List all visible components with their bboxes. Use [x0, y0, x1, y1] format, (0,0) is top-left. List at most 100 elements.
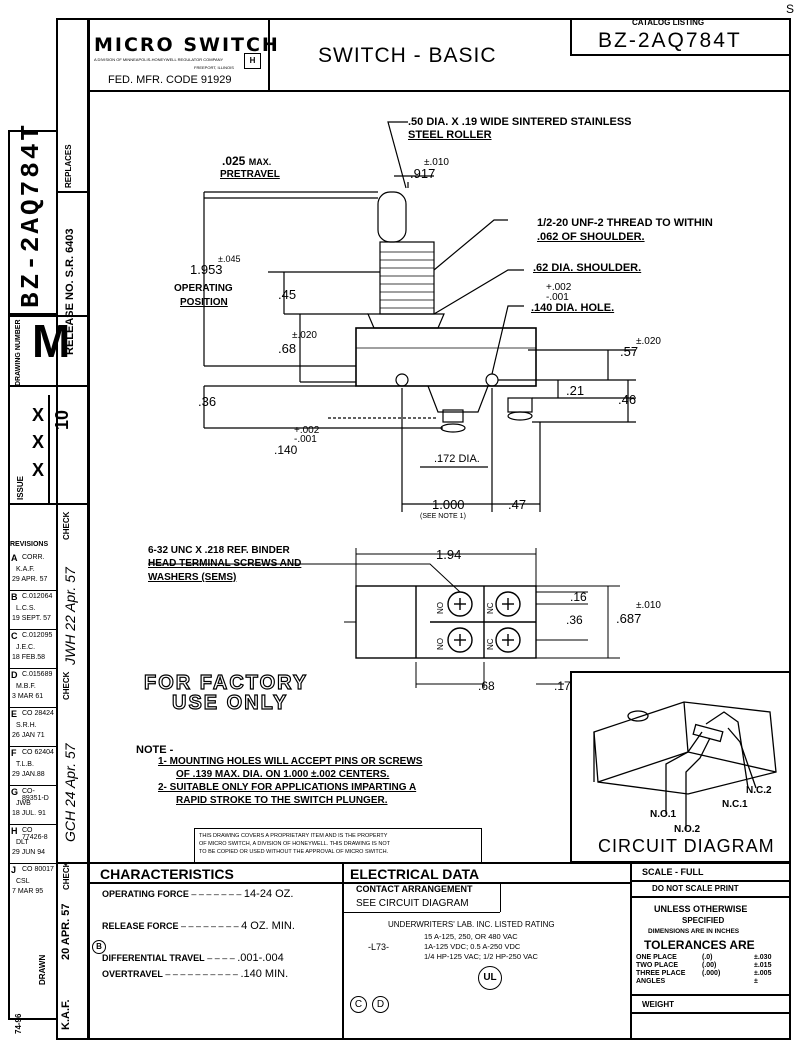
- issue-mark-2: X: [32, 432, 45, 452]
- dim-687-tol: ±.010: [636, 600, 661, 611]
- characteristics-title-rule: [88, 882, 342, 884]
- dim-140-plus: +.002: [294, 425, 320, 436]
- hole-note: .140 DIA. HOLE.: [531, 302, 615, 314]
- company-location: FREEPORT, ILLINOIS: [194, 65, 234, 70]
- company-division: A DIVISION OF MINNEAPOLIS-HONEYWELL REGU…: [94, 57, 224, 62]
- scale-rule-3: [632, 994, 791, 996]
- terminal-label-2: NC: [486, 602, 495, 614]
- terminal-screw-2: [447, 627, 473, 653]
- company-logo: MICRO SWITCH: [94, 34, 280, 56]
- ul-ratings: 15 A-125, 250, OR 480 VAC 1A-125 VDC; 0.…: [424, 932, 538, 961]
- dim-36: .36: [198, 394, 217, 409]
- op-pos-tol: ±.045: [218, 254, 241, 264]
- mount-hole-left: [395, 373, 409, 387]
- circuit-label-nc2: N.C.2: [746, 785, 772, 796]
- note-2a: 2- SUITABLE ONLY FOR APPLICATIONS IMPART…: [158, 782, 417, 793]
- contact-box-side: [500, 884, 501, 912]
- op-pos-label-2: POSITION: [180, 297, 228, 308]
- hole-tol-plus: +.002: [546, 282, 572, 293]
- revision-row: E CO 28424 S.R.H. 26 JAN 71: [10, 708, 56, 747]
- drawn-block: [58, 862, 89, 1038]
- dim-140-minus: -.001: [294, 434, 317, 445]
- revision-row: H CO 77426-8 DLT 29 JUN 94: [10, 825, 56, 864]
- dim-17: .17: [554, 679, 571, 693]
- note-2b: RAPID STROKE TO THE SWITCH PLUNGER.: [176, 795, 388, 806]
- factory-stamp-2: USE ONLY: [171, 691, 289, 714]
- dim-45: .45: [278, 287, 297, 302]
- char-row: RELEASE FORCE – – – – – – – – 4 OZ. MIN.: [102, 920, 295, 932]
- revision-list: A CORR. K.A.F. 29 APR. 57 B C.012064 L.C…: [10, 552, 56, 900]
- circuit-label-no2: N.O.2: [674, 824, 701, 835]
- terminal-screw-3: [495, 591, 521, 617]
- drawn-by: K.A.F.: [60, 999, 72, 1030]
- tolerances-title: TOLERANCES ARE: [644, 938, 755, 952]
- drawn-label: DRAWN: [38, 954, 47, 985]
- revision-row: B C.012064 L.C.S. 19 SEPT. 57: [10, 591, 56, 630]
- revision-row: F CO 62404 T.L.B. 29 JAN.88: [10, 747, 56, 786]
- tolerance-row: ONE PLACE(.0)±.030: [636, 954, 772, 961]
- ul-listing-icon: UL: [478, 966, 502, 990]
- revision-row: G CO-89351-D JWB 18 JUL. 91: [10, 786, 56, 825]
- dim-1000: 1.000: [432, 497, 465, 512]
- dim-68b: .68: [478, 679, 495, 693]
- issue-divider: [48, 395, 50, 505]
- catalog-box: [570, 18, 791, 56]
- side-check-label-2: CHECK: [62, 671, 71, 700]
- dim-140: .140: [274, 443, 298, 457]
- pretravel-value: .025 MAX.: [222, 154, 272, 168]
- note-1a: 1- MOUNTING HOLES WILL ACCEPT PINS OR SC…: [158, 756, 423, 767]
- note-1b: OF .139 MAX. DIA. ON 1.000 ±.002 CENTERS…: [176, 769, 390, 780]
- drawn-date: 20 APR. 57: [60, 903, 72, 960]
- electrical-title: ELECTRICAL DATA: [350, 866, 480, 882]
- roller-note-2: STEEL ROLLER: [408, 129, 492, 141]
- bottom-block: [88, 862, 791, 1038]
- pretravel-label: PRETRAVEL: [220, 169, 280, 180]
- see-note: (SEE NOTE 1): [420, 513, 466, 520]
- dim-57: .57: [620, 344, 639, 359]
- side-part-number-box: [10, 130, 56, 315]
- contact-value: SEE CIRCUIT DIAGRAM: [356, 898, 469, 909]
- tolerance-row: THREE PLACE(.000)±.005: [636, 970, 772, 977]
- weight-label: WEIGHT: [642, 1000, 674, 1009]
- dim-57-tol: ±.020: [636, 336, 661, 347]
- tolerance-table: ONE PLACE(.0)±.030 TWO PLACE(.00)±.015 T…: [636, 954, 786, 986]
- binder-note-1: 6-32 UNC X .218 REF. BINDER: [148, 545, 290, 556]
- issue-number: 10: [52, 409, 72, 430]
- hole-tol-minus: -.001: [546, 292, 569, 303]
- check-signature-1: JWH 22 Apr. 57: [62, 567, 78, 665]
- dim-917: .917: [410, 166, 436, 181]
- mfr-code: FED. MFR. CODE 91929: [108, 74, 232, 86]
- revision-row: J CO 80017 CSL 7 MAR 95: [11, 865, 54, 895]
- shoulder: [367, 313, 445, 329]
- plunger-thread: [379, 241, 435, 315]
- op-pos-label-1: OPERATING: [174, 283, 233, 294]
- no-scale: DO NOT SCALE PRINT: [652, 884, 739, 893]
- revision-row: C C.012095 J.E.C. 18 FEB.58: [10, 630, 56, 669]
- terminal-label-1: NO: [436, 602, 445, 614]
- terminal-screw-4: [495, 627, 521, 653]
- characteristics-marker: B: [92, 940, 106, 954]
- dimensions-note: DIMENSIONS ARE IN INCHES: [648, 928, 740, 935]
- binder-note-2: HEAD TERMINAL SCREWS AND: [148, 558, 302, 569]
- char-row: OVERTRAVEL – – – – – – – – – – .140 MIN.: [102, 968, 289, 980]
- catalog-number: BZ-2AQ784T: [598, 29, 742, 52]
- side-drawing-number-box: [10, 315, 88, 387]
- corner-mark: S: [786, 2, 795, 16]
- terminal-label-3: NO: [436, 638, 445, 650]
- dim-172: .172 DIA.: [434, 453, 480, 465]
- dim-21: .21: [566, 383, 585, 398]
- factory-stamp-1: FOR FACTORY: [143, 671, 309, 694]
- side-part-number: BZ-2AQ784T: [16, 121, 46, 308]
- terminal-label-4: NC: [486, 638, 495, 650]
- catalog-label: CATALOG LISTING: [632, 18, 705, 27]
- side-check-label-3: CHECK: [62, 861, 71, 890]
- scale-rule-2: [632, 896, 791, 898]
- issue-mark-3: X: [32, 460, 45, 480]
- page-code: 74-96: [14, 1013, 23, 1034]
- logo-box: [88, 18, 270, 92]
- char-row: DIFFERENTIAL TRAVEL – – – – .001-.004: [102, 952, 284, 964]
- issue-mark-1: X: [32, 405, 45, 425]
- drawing-letter: M: [32, 315, 71, 367]
- electrical-title-rule: [344, 882, 630, 884]
- proprietary-notice: THIS DRAWING COVERS A PROPRIETARY ITEM A…: [194, 828, 482, 862]
